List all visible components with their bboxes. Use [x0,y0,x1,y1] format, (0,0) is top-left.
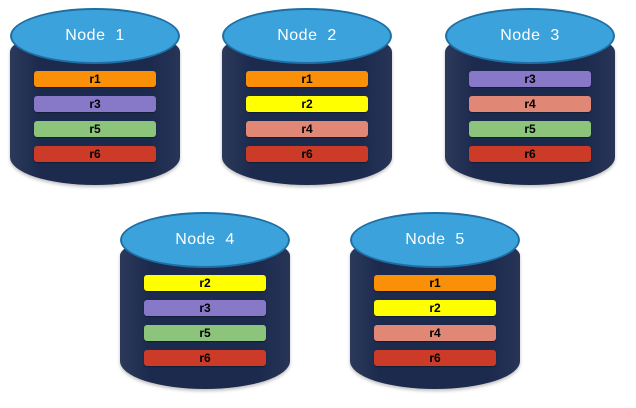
cylinder-top-icon [350,212,520,268]
shard-bar[interactable]: r5 [144,325,266,341]
database-node-3[interactable]: Node 3 r3 r4 r5 r6 [445,8,615,193]
shard-bar[interactable]: r2 [374,300,496,316]
database-node-1[interactable]: Node 1 r1 r3 r5 r6 [10,8,180,193]
shard-bar[interactable]: r5 [469,121,591,137]
shard-list: r3 r4 r5 r6 [445,64,615,171]
database-node-2[interactable]: Node 2 r1 r2 r4 r6 [222,8,392,193]
shard-bar[interactable]: r4 [374,325,496,341]
node-label: Node 1 [65,27,125,44]
shard-bar[interactable]: r3 [34,96,156,112]
shard-bar[interactable]: r6 [246,146,368,162]
shard-bar[interactable]: r4 [246,121,368,137]
node-label: Node 2 [277,27,337,44]
database-node-5[interactable]: Node 5 r1 r2 r4 r6 [350,212,520,397]
node-label: Node 3 [500,27,560,44]
shard-list: r1 r3 r5 r6 [10,64,180,171]
cylinder-top-icon [222,8,392,64]
node-label: Node 4 [175,231,235,248]
shard-bar[interactable]: r1 [34,71,156,87]
shard-list: r2 r3 r5 r6 [120,268,290,375]
shard-list: r1 r2 r4 r6 [350,268,520,375]
node-label: Node 5 [405,231,465,248]
shard-bar[interactable]: r6 [144,350,266,366]
shard-list: r1 r2 r4 r6 [222,64,392,171]
shard-bar[interactable]: r6 [469,146,591,162]
cylinder-top-icon [120,212,290,268]
cylinder-top-icon [10,8,180,64]
shard-bar[interactable]: r2 [246,96,368,112]
cylinder-top-icon [445,8,615,64]
shard-bar[interactable]: r1 [246,71,368,87]
shard-bar[interactable]: r6 [34,146,156,162]
database-node-4[interactable]: Node 4 r2 r3 r5 r6 [120,212,290,397]
shard-bar[interactable]: r3 [144,300,266,316]
shard-bar[interactable]: r6 [374,350,496,366]
shard-bar[interactable]: r2 [144,275,266,291]
shard-bar[interactable]: r5 [34,121,156,137]
shard-bar[interactable]: r3 [469,71,591,87]
shard-bar[interactable]: r1 [374,275,496,291]
shard-bar[interactable]: r4 [469,96,591,112]
